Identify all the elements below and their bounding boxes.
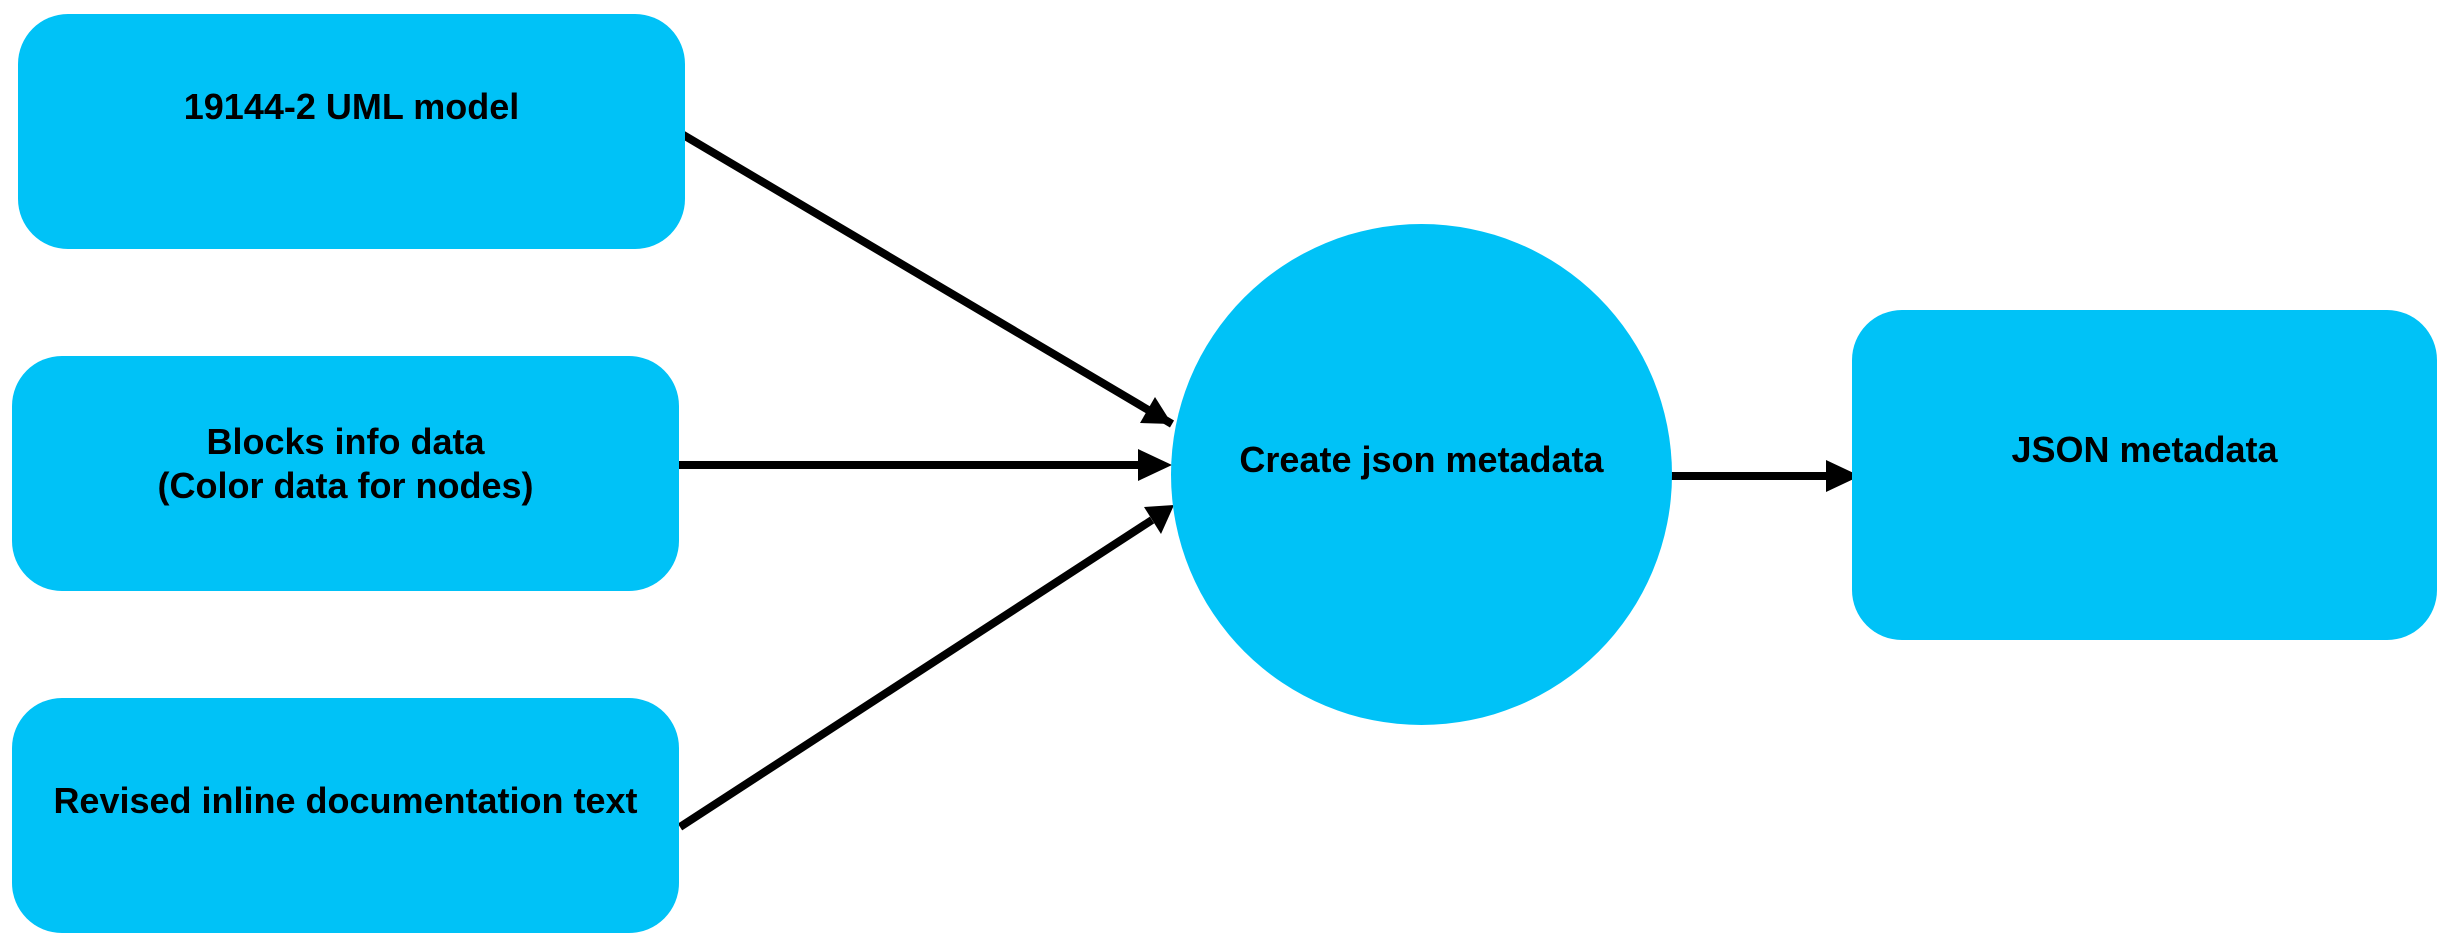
inline-doc-node: Revised inline documentation text [12, 698, 679, 933]
blocks-info-node: Blocks info data (Color data for nodes) [12, 356, 679, 591]
inline-doc-label: Revised inline documentation text [53, 779, 638, 821]
arrowhead-blocks [1138, 449, 1172, 481]
uml-model-node: 19144-2 UML model [18, 14, 685, 249]
create-json-process-node: Create json metadata [1171, 224, 1672, 725]
arrowhead-uml [1140, 397, 1172, 424]
blocks-info-label: Blocks info data (Color data for nodes) [157, 420, 534, 506]
arrowhead-doc [1144, 505, 1174, 534]
edge-doc-to-process [677, 516, 1155, 831]
uml-model-label: 19144-2 UML model [183, 85, 520, 127]
json-metadata-label: JSON metadata [2011, 429, 2278, 470]
json-metadata-output-node: JSON metadata [1852, 310, 2437, 640]
arrowhead-output [1826, 460, 1860, 492]
edge-uml-to-process [677, 129, 1175, 428]
create-json-label: Create json metadata [1239, 438, 1604, 480]
